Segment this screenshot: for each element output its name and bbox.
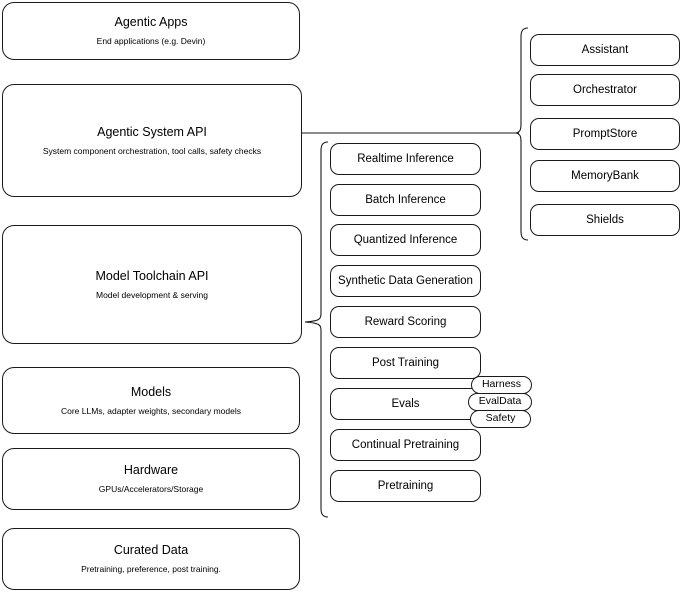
layer-model-toolchain-api[interactable]: Model Toolchain API Model development & … — [2, 225, 302, 344]
layer-subtitle: Pretraining, preference, post training. — [81, 564, 221, 574]
service-label: Synthetic Data Generation — [338, 274, 473, 287]
service-label: Reward Scoring — [364, 315, 447, 328]
layer-subtitle: Model development & serving — [96, 289, 208, 300]
badge-evaldata[interactable]: EvalData — [468, 393, 532, 411]
layer-title: Models — [130, 384, 172, 399]
badge-label: Harness — [481, 378, 522, 391]
layer-subtitle: GPUs/Accelerators/Storage — [98, 484, 204, 494]
service-label: Pretraining — [377, 479, 434, 492]
service-label: Realtime Inference — [357, 152, 454, 165]
service-batch-inference[interactable]: Batch Inference — [330, 184, 481, 216]
component-orchestrator[interactable]: Orchestrator — [530, 74, 680, 106]
service-label: Batch Inference — [365, 193, 446, 206]
component-label: Assistant — [581, 43, 629, 56]
service-continual-pretraining[interactable]: Continual Pretraining — [330, 429, 481, 461]
layer-title: Model Toolchain API — [95, 268, 209, 283]
service-pretraining[interactable]: Pretraining — [330, 470, 481, 502]
service-synthetic-data-generation[interactable]: Synthetic Data Generation — [330, 265, 481, 297]
layer-models[interactable]: Models Core LLMs, adapter weights, secon… — [2, 367, 300, 434]
component-memorybank[interactable]: MemoryBank — [530, 160, 680, 192]
layer-title: Agentic System API — [97, 124, 207, 139]
layer-title: Curated Data — [113, 543, 189, 558]
service-post-training[interactable]: Post Training — [330, 347, 481, 379]
component-label: PromptStore — [572, 127, 638, 140]
component-assistant[interactable]: Assistant — [530, 34, 680, 66]
service-label: Continual Pretraining — [351, 438, 460, 451]
component-label: Orchestrator — [573, 83, 637, 96]
layer-agentic-system-api[interactable]: Agentic System API System component orch… — [2, 84, 302, 197]
service-reward-scoring[interactable]: Reward Scoring — [330, 306, 481, 338]
badge-harness[interactable]: Harness — [471, 376, 532, 394]
layer-subtitle: System component orchestration, tool cal… — [42, 145, 262, 156]
component-label: Shields — [586, 213, 624, 226]
component-label: MemoryBank — [571, 169, 639, 182]
service-realtime-inference[interactable]: Realtime Inference — [330, 143, 481, 175]
component-promptstore[interactable]: PromptStore — [530, 118, 680, 150]
layer-subtitle: End applications (e.g. Devin) — [96, 36, 206, 46]
layer-title: Agentic Apps — [114, 15, 188, 30]
service-quantized-inference[interactable]: Quantized Inference — [330, 224, 481, 256]
layer-subtitle: Core LLMs, adapter weights, secondary mo… — [60, 405, 241, 416]
component-shields[interactable]: Shields — [530, 204, 680, 236]
service-label: Quantized Inference — [353, 233, 458, 246]
layer-title: Hardware — [123, 463, 179, 478]
badge-label: EvalData — [478, 395, 522, 408]
service-label: Evals — [391, 397, 420, 410]
service-evals[interactable]: Evals — [330, 388, 481, 420]
service-label: Post Training — [371, 356, 440, 369]
layer-hardware[interactable]: Hardware GPUs/Accelerators/Storage — [2, 448, 300, 510]
badge-label: Safety — [485, 412, 516, 425]
badge-safety[interactable]: Safety — [470, 410, 531, 428]
layer-agentic-apps[interactable]: Agentic Apps End applications (e.g. Devi… — [2, 2, 300, 60]
layer-curated-data[interactable]: Curated Data Pretraining, preference, po… — [2, 528, 300, 590]
